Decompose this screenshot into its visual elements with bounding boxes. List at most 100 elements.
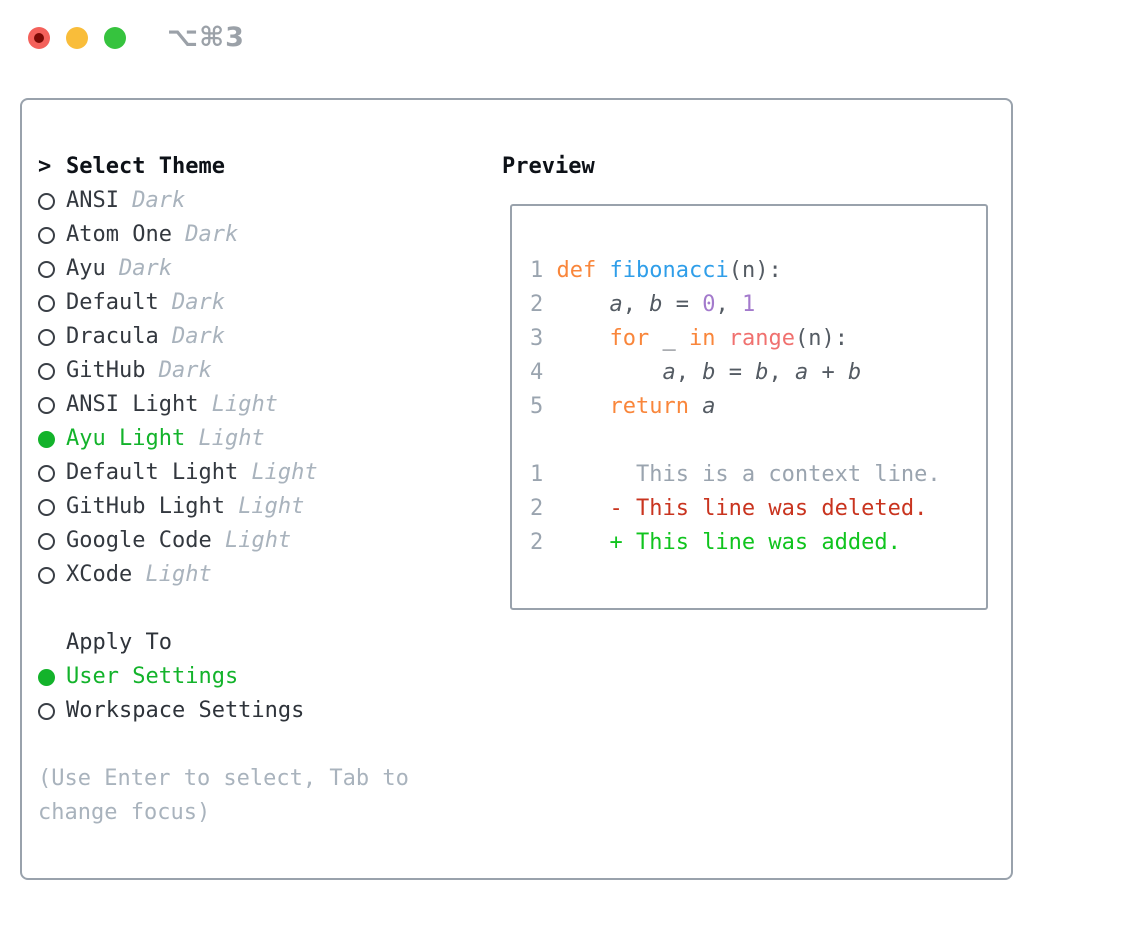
theme-option-dracula[interactable]: Dracula Dark	[38, 320, 450, 354]
apply-option-user-settings[interactable]: User Settings	[38, 660, 450, 694]
diff-line-context: 1 This is a context line.	[530, 458, 986, 492]
theme-option-ansi[interactable]: ANSI Dark	[38, 184, 450, 218]
theme-option-ansi-light[interactable]: ANSI Light Light	[38, 388, 450, 422]
line-number: 3	[530, 326, 557, 351]
code-token: b	[755, 360, 769, 385]
theme-option-atom-one[interactable]: Atom One Dark	[38, 218, 450, 252]
code-token: a	[702, 394, 716, 419]
radio-unselected-icon	[38, 702, 55, 720]
code-token: in	[688, 326, 716, 351]
apply-option-label: Workspace Settings	[66, 698, 305, 723]
radio-unselected-icon	[38, 396, 55, 414]
theme-name: ANSI Light	[66, 392, 212, 417]
radio-cell	[38, 668, 66, 686]
diff-text: + This line was added.	[543, 530, 901, 555]
code-token: ,	[675, 360, 703, 385]
theme-option-label: XCode Light	[66, 558, 212, 592]
theme-variant: Light	[198, 426, 265, 451]
apply-option-workspace-settings[interactable]: Workspace Settings	[38, 694, 450, 728]
code-token: ,	[622, 292, 650, 317]
theme-name: Default	[66, 290, 172, 315]
theme-option-ayu-light[interactable]: Ayu Light Light	[38, 422, 450, 456]
theme-variant: Dark	[158, 358, 212, 383]
theme-name: GitHub Light	[66, 494, 239, 519]
diff-preview: 1 This is a context line.2 - This line w…	[530, 458, 986, 560]
radio-unselected-icon	[38, 498, 55, 516]
theme-option-default-light[interactable]: Default Light Light	[38, 456, 450, 490]
theme-option-ayu[interactable]: Ayu Dark	[38, 252, 450, 286]
theme-option-github[interactable]: GitHub Dark	[38, 354, 450, 388]
radio-cell	[38, 328, 66, 346]
theme-option-label: GitHub Light Light	[66, 490, 304, 524]
theme-option-label: GitHub Dark	[66, 354, 212, 388]
theme-name: Google Code	[66, 528, 225, 553]
code-token	[557, 360, 663, 385]
apply-to-header: Apply To	[38, 626, 450, 660]
theme-name: GitHub	[66, 358, 159, 383]
maximize-button[interactable]	[104, 27, 126, 49]
code-token: 0	[702, 292, 716, 317]
code-token: for	[609, 326, 650, 351]
blank-line	[530, 424, 986, 458]
radio-unselected-icon	[38, 226, 55, 244]
theme-option-label: ANSI Light Light	[66, 388, 278, 422]
theme-name: ANSI	[66, 188, 133, 213]
theme-option-label: Ayu Light Light	[66, 422, 265, 456]
theme-name: Ayu	[66, 256, 119, 281]
radio-unselected-icon	[38, 362, 55, 380]
code-token: (n):	[794, 326, 848, 351]
radio-selected-icon	[38, 430, 55, 448]
theme-variant: Dark	[171, 290, 225, 315]
theme-variant: Light	[238, 494, 305, 519]
line-number: 2	[530, 530, 544, 555]
code-token: a	[609, 292, 623, 317]
radio-cell	[38, 396, 66, 414]
diff-line-deleted: 2 - This line was deleted.	[530, 492, 986, 526]
theme-option-google-code[interactable]: Google Code Light	[38, 524, 450, 558]
code-token: b	[702, 360, 716, 385]
close-dot-icon	[34, 33, 44, 43]
theme-variant: Light	[251, 460, 318, 485]
radio-cell	[38, 498, 66, 516]
theme-variant: Dark	[118, 256, 172, 281]
radio-cell	[38, 464, 66, 482]
theme-option-default[interactable]: Default Dark	[38, 286, 450, 320]
radio-unselected-icon	[38, 464, 55, 482]
theme-name: Atom One	[66, 222, 186, 247]
theme-option-github-light[interactable]: GitHub Light Light	[38, 490, 450, 524]
minimize-button[interactable]	[66, 27, 88, 49]
radio-cell	[38, 362, 66, 380]
radio-unselected-icon	[38, 192, 55, 210]
diff-text: This is a context line.	[543, 462, 941, 487]
code-token	[557, 394, 610, 419]
prompt-marker: >	[38, 154, 52, 179]
select-theme-label: Select Theme	[66, 154, 225, 179]
theme-name: Dracula	[66, 324, 172, 349]
code-token: b	[649, 292, 663, 317]
apply-to-label: Apply To	[66, 630, 172, 655]
close-button[interactable]	[28, 27, 50, 49]
line-number: 4	[530, 360, 557, 385]
line-number: 2	[530, 292, 557, 317]
code-token: b	[847, 360, 862, 385]
code-token	[715, 326, 728, 351]
theme-option-label: ANSI Dark	[66, 184, 185, 218]
radio-cell	[38, 566, 66, 584]
theme-variant: Light	[224, 528, 292, 553]
code-line: 1 def fibonacci(n):	[530, 254, 986, 288]
radio-unselected-icon	[38, 328, 55, 346]
theme-variant: Dark	[171, 324, 225, 349]
apply-option-label: User Settings	[66, 664, 239, 689]
radio-cell	[38, 226, 66, 244]
theme-variant: Light	[145, 562, 212, 587]
radio-unselected-icon	[38, 294, 55, 312]
radio-cell	[38, 260, 66, 278]
code-token: return	[609, 394, 689, 419]
code-token: a	[662, 360, 676, 385]
titlebar: ⌥⌘3	[0, 0, 1140, 76]
theme-option-label: Ayu Dark	[66, 252, 172, 286]
code-token: 1	[741, 292, 756, 317]
theme-option-xcode[interactable]: XCode Light	[38, 558, 450, 592]
